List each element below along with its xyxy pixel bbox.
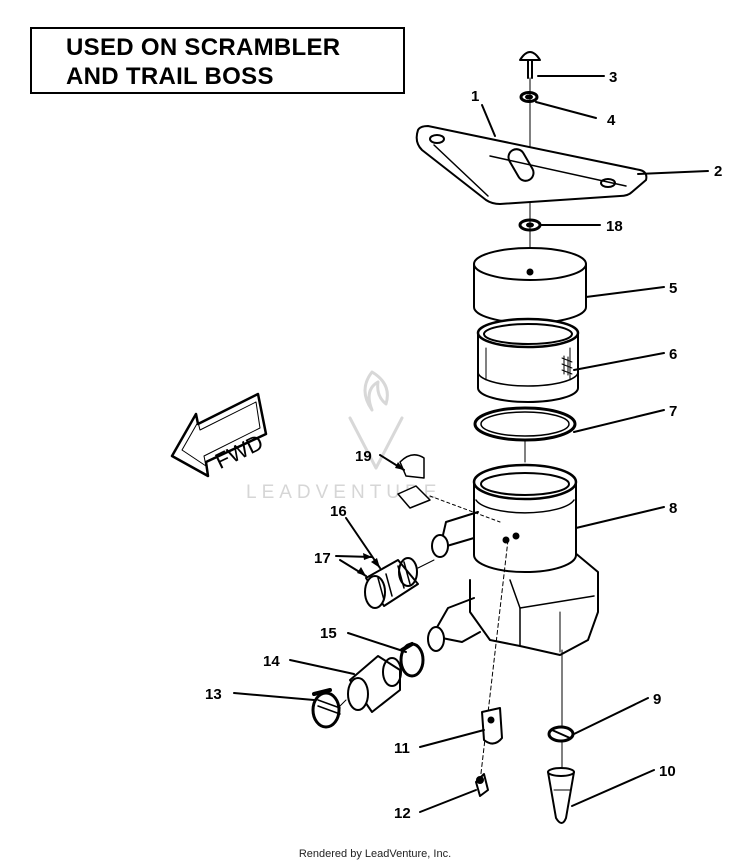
leader-arrowheads	[357, 462, 404, 576]
callout-15: 15	[320, 625, 337, 642]
clamp-part-9	[547, 725, 575, 743]
title-line-2: AND TRAIL BOSS	[66, 63, 274, 90]
cover-part-5	[473, 247, 587, 324]
forward-arrow	[170, 392, 268, 478]
clamp-part-15	[399, 642, 425, 678]
pin-part-12	[475, 773, 489, 797]
bracket-part-2	[415, 125, 648, 205]
housing-part-8	[427, 463, 599, 656]
clip-part-19	[397, 454, 431, 509]
callout-6: 6	[669, 346, 677, 363]
title-line-1: USED ON SCRAMBLER	[66, 34, 341, 61]
callout-13: 13	[205, 686, 222, 703]
drain-part-10	[547, 767, 575, 824]
callout-16: 16	[330, 503, 347, 520]
callout-11: 11	[394, 740, 410, 757]
callout-7: 7	[669, 403, 677, 420]
bolt-part-3	[519, 51, 541, 79]
callout-5: 5	[669, 280, 677, 297]
callout-9: 9	[653, 691, 661, 708]
callout-18: 18	[606, 218, 623, 235]
callout-3: 3	[609, 69, 617, 86]
element-part-6	[476, 317, 580, 403]
callout-17: 17	[314, 550, 331, 567]
callout-1: 1	[471, 88, 479, 105]
callout-19: 19	[355, 448, 372, 465]
callout-8: 8	[669, 500, 677, 517]
title-box: USED ON SCRAMBLER AND TRAIL BOSS	[30, 27, 405, 94]
washer-part-4	[519, 91, 539, 103]
coupler-part-16	[364, 557, 419, 609]
callout-12: 12	[394, 805, 411, 822]
callout-4: 4	[607, 112, 616, 129]
leader-lines	[233, 75, 709, 813]
callout-10: 10	[659, 763, 676, 780]
tab-part-11	[481, 707, 503, 745]
boot-part-14	[347, 655, 402, 713]
watermark-logo	[348, 370, 404, 470]
footer-credit: Rendered by LeadVenture, Inc.	[298, 848, 452, 860]
ring-part-7	[473, 406, 577, 442]
clamp-part-13	[311, 688, 341, 729]
callout-14: 14	[263, 653, 280, 670]
watermark: LEADVENTURE	[246, 482, 442, 503]
callout-2: 2	[714, 163, 722, 180]
washer-part-18	[518, 218, 542, 232]
